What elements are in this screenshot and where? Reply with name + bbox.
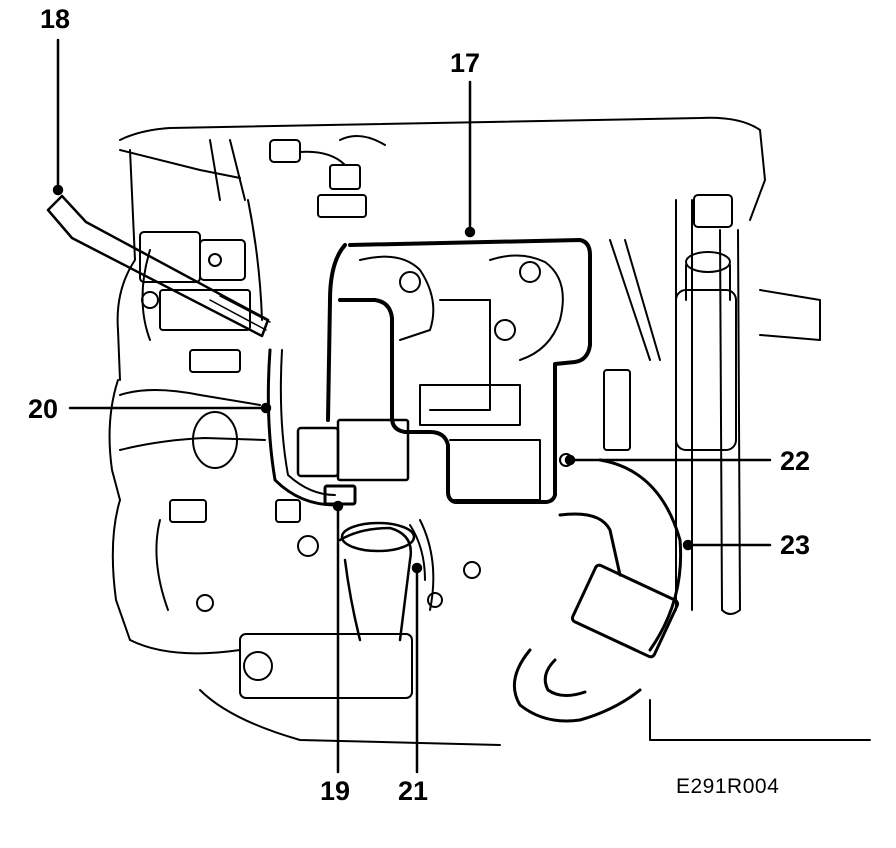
manifold [359, 254, 564, 501]
left-block [139, 231, 251, 373]
connector-22 [559, 239, 661, 467]
callout-18: 18 [40, 4, 71, 34]
callout-19: 19 [320, 776, 351, 806]
harness-17-branch [326, 243, 347, 422]
lower-block [169, 499, 481, 699]
figure-code: E291R004 [676, 775, 780, 798]
callout-21: 21 [398, 776, 429, 806]
leader-lines [52, 38, 772, 774]
lower-hose-right [512, 458, 683, 723]
callout-23: 23 [780, 530, 811, 560]
callout-20: 20 [28, 394, 59, 424]
engine-outline [108, 116, 871, 746]
dipstick-tube [46, 194, 271, 338]
harness-17 [338, 238, 592, 504]
lower-hose-left [338, 521, 416, 642]
right-pipe [675, 194, 741, 615]
top-wiring [119, 135, 386, 321]
callout-17: 17 [450, 48, 481, 78]
hose-20 [119, 348, 337, 507]
callout-22: 22 [780, 446, 811, 476]
